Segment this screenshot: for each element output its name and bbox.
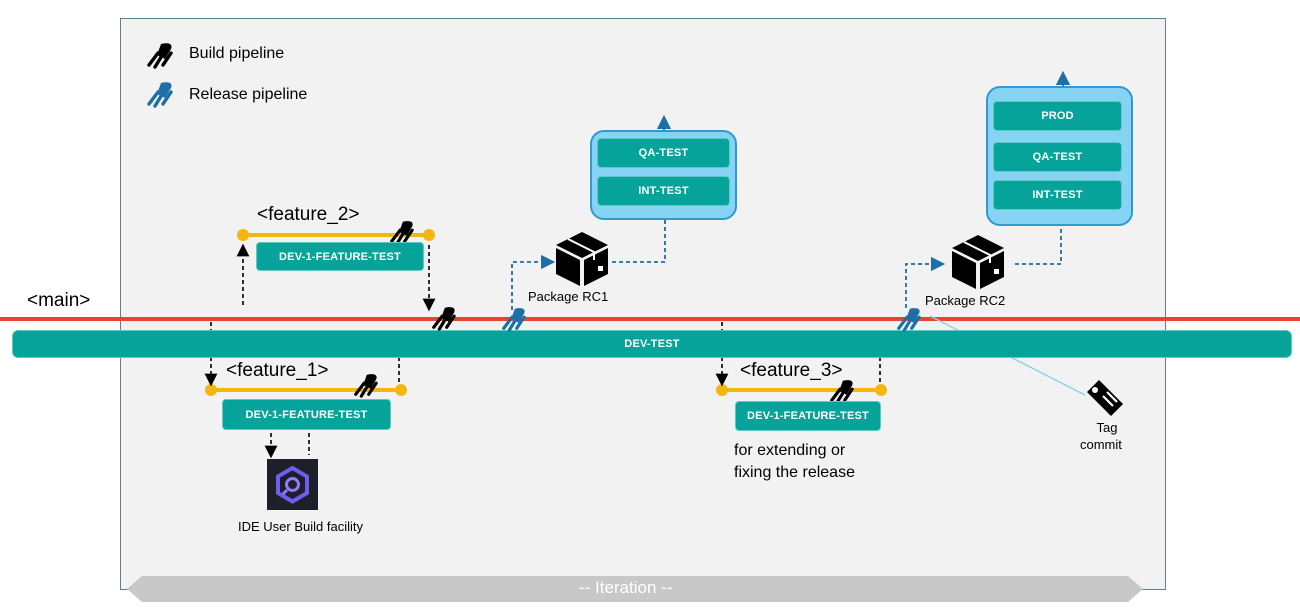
rc2-int-test-label: INT-TEST [1032, 189, 1083, 201]
feature-1-build-rocket-icon [354, 374, 378, 398]
feature-1-start-dot [205, 384, 217, 396]
rc2-qa-test-env: QA-TEST [993, 142, 1122, 172]
feature-2-build-rocket-icon [390, 221, 414, 245]
rocket-build-icon [147, 43, 173, 69]
feature-3-env-label: DEV-1-FEATURE-TEST [747, 410, 869, 422]
feature-1-env-box: DEV-1-FEATURE-TEST [222, 399, 391, 430]
rocket-release-icon [147, 82, 173, 108]
rc2-prod-env: PROD [993, 101, 1122, 131]
package-rc2-to-stack-connector [1015, 227, 1062, 265]
rc2-prod-label: PROD [1041, 110, 1074, 122]
package-rc1-box-icon [556, 232, 608, 286]
feature-3-note: for extending or fixing the release [734, 440, 934, 484]
package-rc1-to-stack-connector [612, 220, 666, 263]
package-rc1-label: Package RC1 [528, 289, 609, 304]
main-branch-label: <main> [27, 290, 91, 311]
feature-3-env-box: DEV-1-FEATURE-TEST [735, 401, 881, 431]
feature-3-end-dot [875, 384, 887, 396]
feature-3-note-line-1: for extending or [734, 442, 846, 459]
feature-3-start-dot [716, 384, 728, 396]
feature-2-end-dot [423, 229, 435, 241]
release-rc1-rocket-icon [502, 308, 526, 332]
main-build-rocket-icon [432, 307, 456, 331]
rc2-int-test-env: INT-TEST [993, 180, 1122, 210]
legend-release-label: Release pipeline [189, 86, 308, 103]
dev-test-environment-bar: DEV-TEST [12, 330, 1292, 358]
rc1-qa-test-label: QA-TEST [638, 147, 689, 159]
tag-label-line-2: commit [1080, 437, 1122, 452]
feature-2-start-dot [237, 229, 249, 241]
feature-3-label: <feature_3> [740, 360, 843, 381]
release-to-package-rc1-arrow [511, 254, 556, 310]
package-rc2-box-icon [952, 235, 1004, 289]
tag-label-line-1: Tag [1096, 420, 1118, 435]
feature-2-env-box: DEV-1-FEATURE-TEST [256, 242, 424, 271]
legend-build-label: Build pipeline [189, 45, 285, 62]
ide-label: IDE User Build facility [238, 519, 363, 534]
iteration-arrow [127, 576, 1143, 602]
iteration-label: -- Iteration -- [579, 578, 673, 597]
release-to-package-rc2-arrow [905, 256, 946, 308]
rc1-qa-test-env: QA-TEST [597, 138, 730, 168]
rc1-int-test-label: INT-TEST [638, 185, 689, 197]
feature-1-env-label: DEV-1-FEATURE-TEST [245, 408, 368, 421]
feature-2-label: <feature_2> [257, 204, 360, 225]
tag-icon [1087, 380, 1123, 416]
rc2-qa-test-label: QA-TEST [1032, 151, 1083, 163]
feature-3-build-rocket-icon [830, 380, 854, 404]
rc1-int-test-env: INT-TEST [597, 176, 730, 206]
dev-test-label: DEV-TEST [624, 338, 680, 350]
ide-logo-tile [267, 459, 318, 510]
package-rc2-label: Package RC2 [925, 293, 1006, 308]
release-rc2-rocket-icon [897, 308, 921, 332]
feature-1-label: <feature_1> [226, 360, 329, 381]
ide-logo-icon [276, 465, 309, 504]
feature-1-end-dot [395, 384, 407, 396]
feature-2-env-label: DEV-1-FEATURE-TEST [279, 250, 401, 263]
feature-3-note-line-2: fixing the release [734, 464, 855, 481]
